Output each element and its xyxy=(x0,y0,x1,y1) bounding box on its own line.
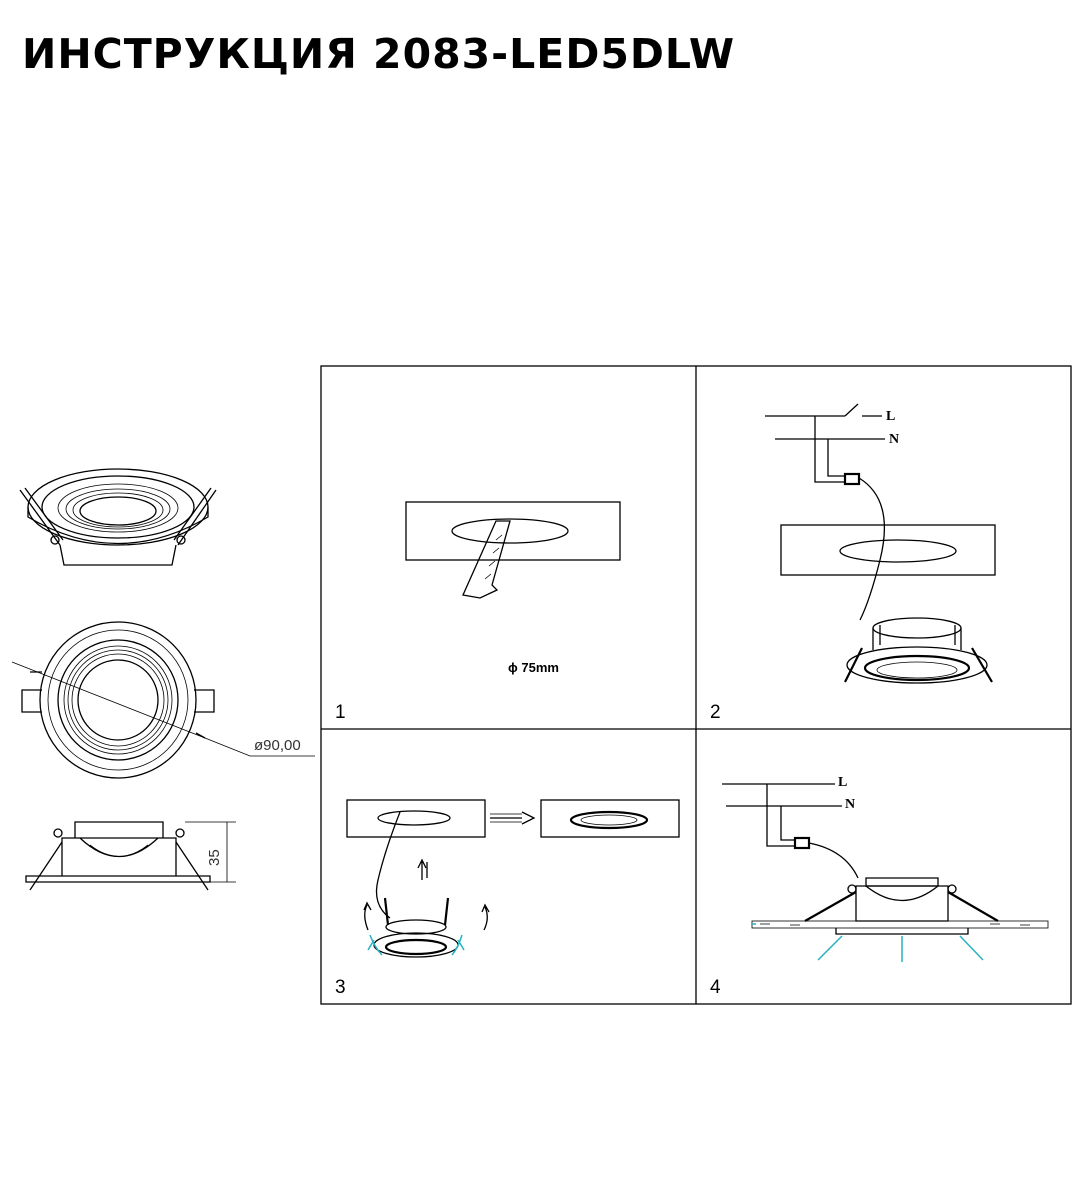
wire-N-label: N xyxy=(889,432,899,447)
step-3-insert-fixture: 3 xyxy=(335,799,680,998)
diameter-label: ø90,00 xyxy=(254,737,301,754)
step-4-number: 4 xyxy=(710,977,721,998)
product-top-view: ø90,00 xyxy=(11,621,315,779)
product-perspective-view xyxy=(19,468,217,566)
wire-N-label-4: N xyxy=(845,797,855,812)
hole-size-label: ϕ 75mm xyxy=(508,660,559,675)
step-3-number: 3 xyxy=(335,977,346,998)
height-label: 35 xyxy=(206,849,223,866)
step-2-number: 2 xyxy=(710,702,721,723)
step-1-cut-hole: ϕ 75mm 1 xyxy=(335,501,621,723)
product-side-view: 35 xyxy=(25,821,236,891)
step-4-installed: L N 4 xyxy=(710,775,1049,998)
page-title: ИНСТРУКЦИЯ 2083-LED5DLW xyxy=(22,30,736,78)
wire-L-label-4: L xyxy=(838,775,847,790)
step-2-connect-wires: L N 2 xyxy=(710,403,996,723)
steps-grid xyxy=(320,365,1072,1005)
step-1-number: 1 xyxy=(335,702,346,723)
wire-L-label: L xyxy=(886,409,895,424)
